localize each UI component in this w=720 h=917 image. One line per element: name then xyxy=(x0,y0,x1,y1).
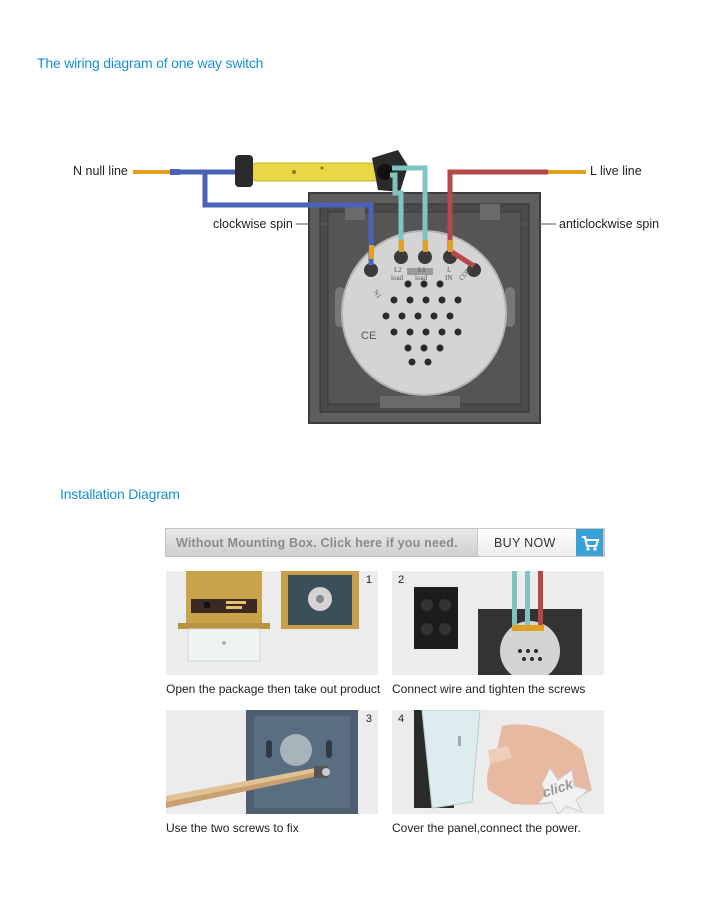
step-3-caption: Use the two screws to fix xyxy=(166,821,299,835)
clockwise-spin-label: clockwise spin xyxy=(213,217,293,231)
step-2-caption: Connect wire and tighten the screws xyxy=(392,682,586,696)
svg-text:IN: IN xyxy=(445,274,452,282)
svg-text:CE: CE xyxy=(361,330,376,342)
shopping-cart-icon[interactable] xyxy=(576,529,603,556)
svg-text:load: load xyxy=(391,274,404,282)
clockwise-wire xyxy=(202,172,374,265)
live-line-copper-tip xyxy=(548,170,586,174)
step-3-number: 3 xyxy=(365,713,372,725)
vent-holes xyxy=(382,280,462,366)
terminal-screws xyxy=(364,250,481,277)
anticlockwise-spin-label: anticlockwise spin xyxy=(559,217,660,231)
installation-diagram-title: Installation Diagram xyxy=(60,486,180,502)
buy-now-button[interactable]: BUY NOW xyxy=(477,528,604,557)
step-2-image: 2 xyxy=(392,571,604,675)
step-3-image: 3 xyxy=(166,710,378,814)
svg-text:L1: L1 xyxy=(418,266,426,274)
svg-text:L2: L2 xyxy=(394,266,402,274)
step-4-caption: Cover the panel,connect the power. xyxy=(392,821,581,835)
wiring-diagram-title: The wiring diagram of one way switch xyxy=(37,55,264,71)
load-wire-2 xyxy=(390,172,404,250)
buy-now-label: BUY NOW xyxy=(494,536,556,550)
step-4-number: 4 xyxy=(398,713,405,725)
step-1-number: 1 xyxy=(365,574,372,586)
svg-text:load: load xyxy=(415,274,428,282)
terminal-label-n1: N1 xyxy=(371,289,383,301)
null-line-label: N null line xyxy=(73,164,128,178)
motor-tube xyxy=(251,162,379,182)
live-wire xyxy=(447,169,548,250)
svg-text:L: L xyxy=(447,266,451,274)
null-line-copper-tip xyxy=(133,170,173,174)
step-1-image: 1 xyxy=(166,571,378,675)
step-2-number: 2 xyxy=(398,574,405,586)
step-1-caption: Open the package then take out product xyxy=(166,682,381,696)
mounting-box-banner[interactable]: Without Mounting Box. Click here if you … xyxy=(165,528,605,557)
live-line-label: L live line xyxy=(590,164,642,178)
load-wire-1 xyxy=(392,165,428,250)
motor-end-cap xyxy=(235,155,253,187)
banner-text[interactable]: Without Mounting Box. Click here if you … xyxy=(176,536,458,550)
step-4-image: 4 click xyxy=(392,710,604,814)
